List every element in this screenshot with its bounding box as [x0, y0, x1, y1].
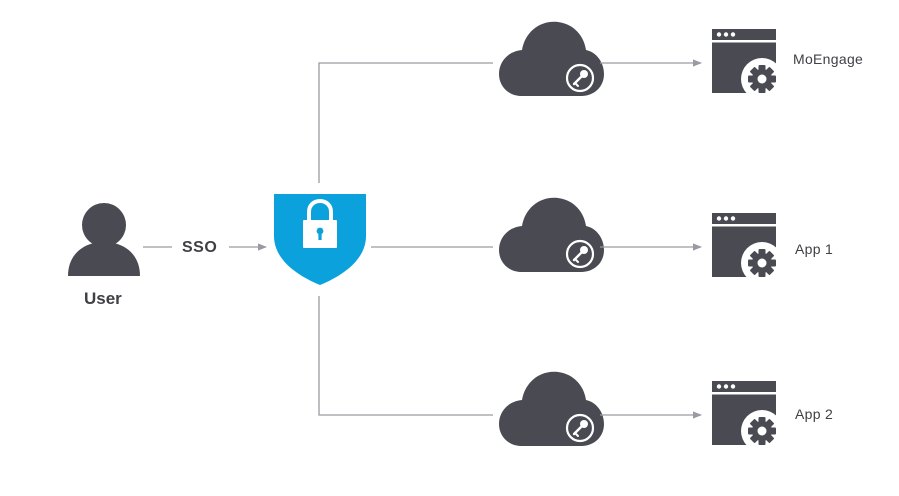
- app-window-gear-icon: [712, 213, 783, 284]
- app-label-moengage: MoEngage: [793, 51, 864, 67]
- sso-label: SSO: [182, 239, 218, 256]
- cloud-key-icon: [497, 370, 606, 448]
- cloud-key-icon: [497, 20, 606, 98]
- user-label: User: [84, 289, 122, 308]
- app-label-app-1: App 1: [795, 241, 834, 257]
- app-label-app-2: App 2: [795, 406, 834, 422]
- connector-top: [318, 62, 493, 183]
- connector-bottom: [318, 296, 493, 416]
- user-icon: [68, 203, 140, 276]
- shield-lock-icon: [274, 194, 366, 285]
- app-window-gear-icon: [712, 381, 783, 452]
- app-window-gear-icon: [712, 29, 783, 100]
- cloud-key-icon: [497, 196, 606, 274]
